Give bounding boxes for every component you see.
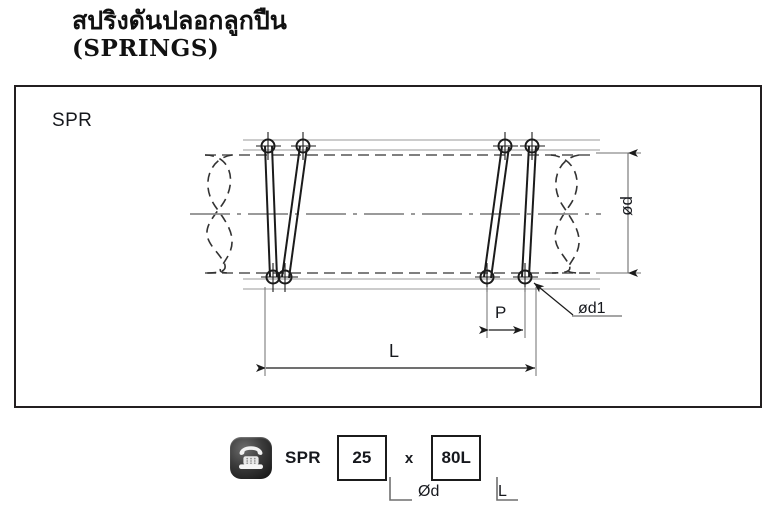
order-code-diameter-box[interactable]: 25 <box>336 435 387 481</box>
dimension-label-wire-diameter: ød1 <box>578 300 606 317</box>
order-code-separator: x <box>404 449 414 467</box>
title-english: (SPRINGS) <box>72 35 220 62</box>
order-code-row: SPR 25 x 80L <box>230 430 482 486</box>
telephone-icon <box>230 437 272 479</box>
order-code-diameter-caption: Ød <box>418 483 440 500</box>
drawing-frame <box>14 85 762 408</box>
order-code-length-box[interactable]: 80L <box>431 435 482 481</box>
dimension-label-length: L <box>389 341 400 361</box>
telephone-glyph <box>239 446 263 469</box>
dimension-label-outer-diameter: ød <box>616 196 636 216</box>
title-thai: สปริงดันปลอกลูกปืน <box>72 6 287 35</box>
page-title: สปริงดันปลอกลูกปืน (SPRINGS) <box>72 6 492 63</box>
order-code-length-caption: L <box>498 483 507 500</box>
dimension-label-pitch: P <box>495 303 507 322</box>
order-code-prefix: SPR <box>285 448 321 467</box>
drawing-part-code-label: SPR <box>52 110 93 131</box>
